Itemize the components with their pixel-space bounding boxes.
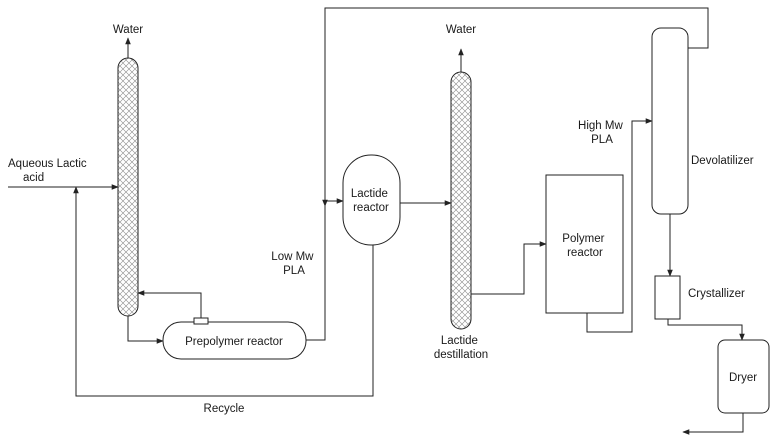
low-mw-pla-line <box>306 7 709 341</box>
lactide-distillation-label: Lactide destillation <box>434 335 488 361</box>
devolatilizer <box>651 27 689 215</box>
crystallizer-label: Crystallizer <box>688 288 745 300</box>
water-label-1: Water <box>113 24 143 36</box>
lactide-reactor <box>342 154 401 246</box>
feed-label: Aqueous Lactic acid <box>8 158 90 184</box>
lactide-distillation-column <box>450 71 472 330</box>
dryer-outlet-arrow <box>682 413 744 435</box>
high-mw-pla-arrow <box>586 118 653 333</box>
column-to-prepolymer-arrow <box>127 316 164 344</box>
distillation-to-polymer-arrow <box>471 241 547 295</box>
water-label-2: Water <box>446 24 476 36</box>
recycle-line <box>73 186 374 397</box>
lactide-reactor-label: Lactide reactor <box>351 188 391 214</box>
crystallizer <box>654 275 681 320</box>
crystallizer-to-dryer-arrow <box>667 319 745 341</box>
high-mw-pla-label: High Mw PLA <box>578 120 626 146</box>
polymer-reactor <box>545 174 624 314</box>
prepolymer-reactor-label: Prepolymer reactor <box>185 336 283 348</box>
prepolymer-reactor-nozzle <box>193 317 209 325</box>
prepolymer-reflux-arrow <box>137 290 202 318</box>
polymer-reactor-label: Polymer reactor <box>562 233 607 259</box>
recycle-label: Recycle <box>204 403 245 415</box>
dryer-label: Dryer <box>729 372 757 384</box>
first-distillation-column <box>117 57 139 317</box>
devolatilizer-label: Devolatilizer <box>691 155 754 167</box>
low-mw-pla-label: Low Mw PLA <box>271 251 316 277</box>
